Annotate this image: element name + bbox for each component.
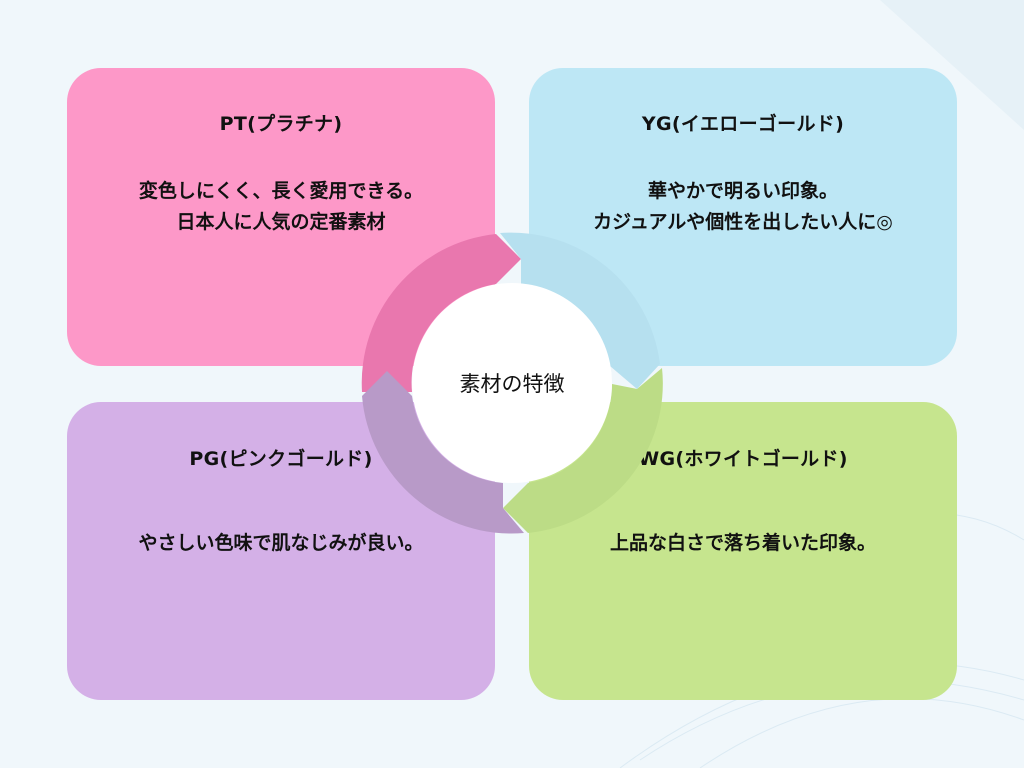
cycle-segment-platinum xyxy=(361,234,521,392)
card-description: 変色しにくく、長く愛用できる。 日本人に人気の定番素材 xyxy=(138,180,424,233)
cycle-segment-white-gold xyxy=(503,368,663,533)
center-label: 素材の特徴 xyxy=(459,372,565,396)
card-description: 上品な白さで落ち着いた印象。 xyxy=(609,532,876,554)
center-circle xyxy=(412,283,612,483)
cycle-segment-yellow-gold xyxy=(500,232,660,389)
card-description: 華やかで明るい印象。 カジュアルや個性を出したい人に◎ xyxy=(593,180,893,233)
card-yellow-gold: YG(イエローゴールド) 華やかで明るい印象。 カジュアルや個性を出したい人に◎ xyxy=(529,68,957,366)
card-title: YG(イエローゴールド) xyxy=(641,113,845,135)
card-title: PG(ピンクゴールド) xyxy=(189,448,373,470)
card-title: PT(プラチナ) xyxy=(219,113,343,135)
card-description: やさしい色味で肌なじみが良い。 xyxy=(138,532,424,554)
card-title: WG(ホワイトゴールド) xyxy=(638,448,848,470)
cycle-segment-pink-gold xyxy=(362,371,524,534)
card-white-gold: WG(ホワイトゴールド) 上品な白さで落ち着いた印象。 xyxy=(529,402,957,700)
card-platinum: PT(プラチナ) 変色しにくく、長く愛用できる。 日本人に人気の定番素材 xyxy=(67,68,495,366)
